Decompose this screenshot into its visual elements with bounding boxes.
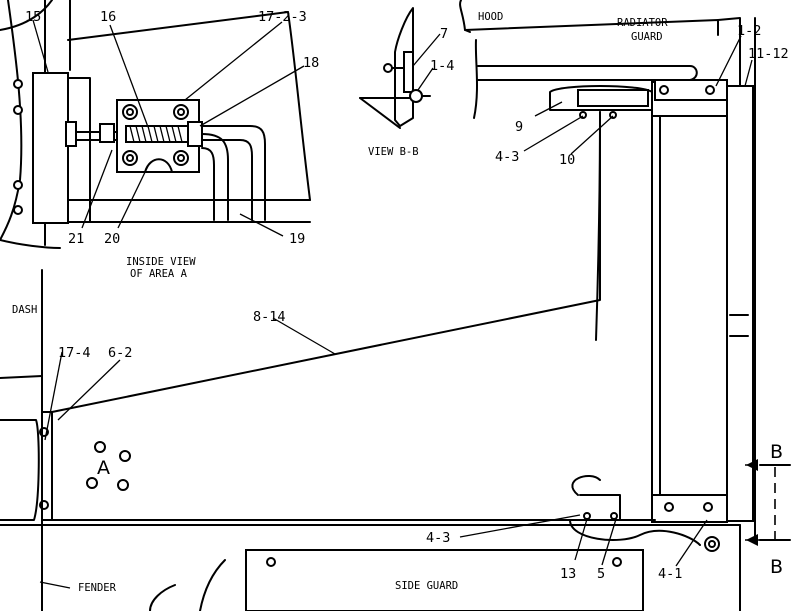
- main-frame: [0, 79, 754, 611]
- callout-4-3-top: 4-3: [495, 149, 519, 165]
- inside-view-detail: [0, 0, 311, 249]
- label-area-a: A: [97, 457, 110, 479]
- label-fender: FENDER: [78, 582, 117, 594]
- text-labels: HOOD RADIATOR GUARD DASH FENDER SIDE GUA…: [12, 11, 783, 594]
- callout-11-12: 11-12: [748, 46, 789, 62]
- callout-4-1: 4-1: [658, 566, 682, 582]
- section-cut-marker: [745, 459, 791, 546]
- callout-15: 15: [25, 9, 41, 25]
- hood-area: [459, 0, 756, 541]
- label-section-b-bottom: B: [770, 556, 783, 578]
- leader-lines: [32, 19, 753, 589]
- label-inside-view: INSIDE VIEW: [126, 256, 196, 268]
- callout-20: 20: [104, 231, 120, 247]
- callout-10: 10: [559, 152, 575, 168]
- side-guard-panel: [245, 549, 644, 611]
- callout-21: 21: [68, 231, 84, 247]
- callout-1-4: 1-4: [430, 58, 454, 74]
- callout-1-2: 1-2: [737, 23, 761, 39]
- label-of-area-a: OF AREA A: [130, 268, 188, 280]
- radiator-frame: [651, 81, 728, 523]
- callout-9: 9: [515, 119, 523, 135]
- label-dash: DASH: [12, 304, 37, 316]
- label-guard: GUARD: [631, 31, 663, 43]
- callout-6-2: 6-2: [108, 345, 132, 361]
- callout-16: 16: [100, 9, 116, 25]
- callout-19: 19: [289, 231, 305, 247]
- label-view-bb: VIEW B-B: [368, 146, 419, 158]
- bracket-plate: [32, 72, 69, 224]
- callout-17-2-3: 17-2-3: [258, 9, 307, 25]
- callout-5: 5: [597, 566, 605, 582]
- label-side-guard: SIDE GUARD: [395, 580, 458, 592]
- callout-8-14: 8-14: [253, 309, 286, 325]
- callout-7: 7: [440, 26, 448, 42]
- callout-13: 13: [560, 566, 576, 582]
- callouts: 15 16 17-2-3 18 21 20 19 7 1-4 9 4-3 10 …: [25, 9, 789, 582]
- label-hood: HOOD: [478, 11, 503, 23]
- callout-17-4: 17-4: [58, 345, 91, 361]
- label-section-b-top: B: [770, 441, 783, 463]
- view-bb-detail: [359, 7, 431, 129]
- callout-4-3-bottom: 4-3: [426, 530, 450, 546]
- label-radiator: RADIATOR: [617, 17, 668, 29]
- callout-18: 18: [303, 55, 319, 71]
